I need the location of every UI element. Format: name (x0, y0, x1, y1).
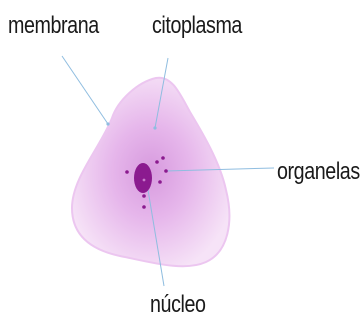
organelle (142, 194, 146, 198)
nucleo-label: núcleo (150, 293, 206, 317)
nucleus (134, 163, 152, 193)
membrana-pointer (62, 56, 108, 124)
membrana-label: membrana (8, 14, 99, 38)
organelle (158, 180, 162, 184)
organelle (125, 170, 129, 174)
membrana-pointer-dot (106, 122, 109, 125)
organelle (155, 160, 159, 164)
citoplasma-label: citoplasma (152, 14, 242, 38)
citoplasma-pointer-dot (153, 126, 156, 129)
organelle (164, 169, 168, 173)
organelas-label: organelas (277, 160, 360, 184)
organelle (142, 205, 146, 209)
nucleolus (143, 179, 146, 182)
organelle (161, 156, 165, 160)
